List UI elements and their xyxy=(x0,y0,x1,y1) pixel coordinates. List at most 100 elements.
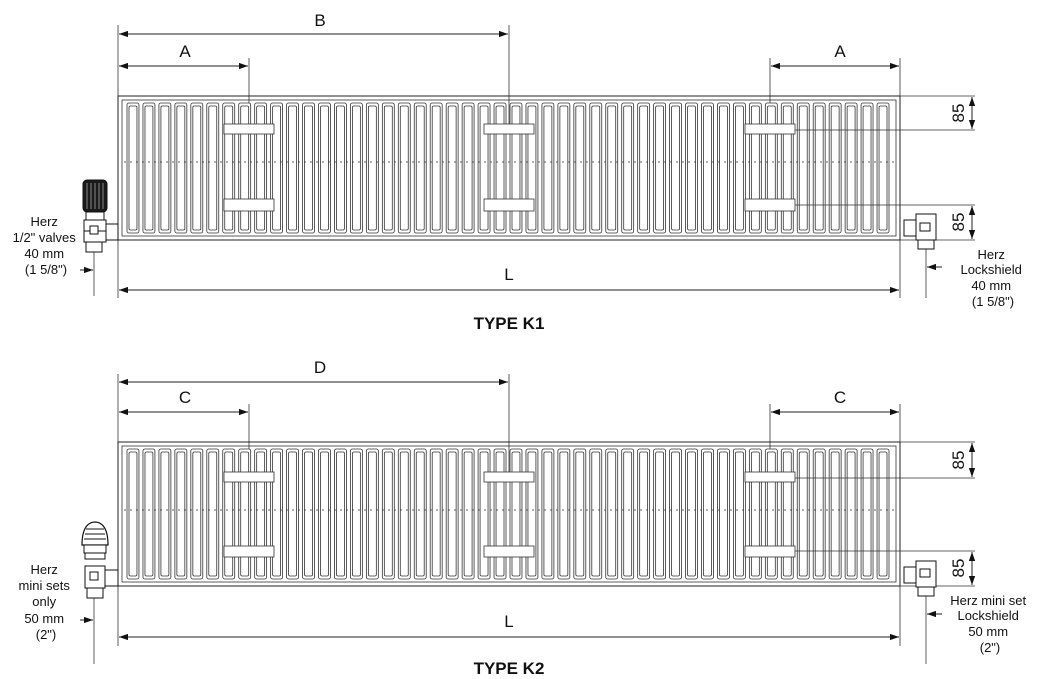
dim-l-label: L xyxy=(504,612,513,631)
left-valve-note: Herz mini sets only 50 mm (2") xyxy=(19,562,74,642)
radiator-fin-inner xyxy=(160,451,170,577)
radiator-fin xyxy=(413,448,427,580)
radiator-fin xyxy=(605,102,619,234)
bracket xyxy=(744,545,796,558)
dim-c-left-label: C xyxy=(179,388,191,407)
radiator-fin-inner xyxy=(591,451,601,577)
radiator-fin-inner xyxy=(415,105,425,231)
radiator-fin xyxy=(669,448,682,580)
note-line: mini sets xyxy=(19,578,71,593)
radiator-fin xyxy=(557,448,571,580)
radiator-fin-inner xyxy=(814,451,824,577)
radiator-fin xyxy=(318,448,331,580)
radiator-fin-inner xyxy=(463,451,473,577)
radiator-fin-inner xyxy=(352,451,361,577)
note-line: 40 mm xyxy=(971,278,1011,293)
radiator-fin-inner xyxy=(766,451,776,577)
radiator-fin-inner xyxy=(750,451,760,577)
radiator-fin-inner xyxy=(192,451,202,577)
dim-85-bottom-label: 85 xyxy=(949,559,968,578)
note-line: only xyxy=(32,594,56,609)
radiator-fins xyxy=(126,102,890,234)
radiator-fin xyxy=(350,102,363,234)
note-line: 50 mm xyxy=(24,611,64,626)
radiator-fin xyxy=(206,102,220,234)
note-line: (1 5/8") xyxy=(972,294,1014,309)
radiator-fin xyxy=(381,448,395,580)
radiator-fins xyxy=(126,448,890,580)
radiator-fin xyxy=(334,102,347,234)
radiator-fin-inner xyxy=(511,451,521,577)
radiator-fin xyxy=(717,102,730,234)
radiator-fin xyxy=(174,102,188,234)
radiator-fin-inner xyxy=(479,451,489,577)
bracket xyxy=(223,471,275,483)
radiator-fin xyxy=(669,102,682,234)
dim-85-top-label: 85 xyxy=(949,104,968,123)
radiator-fin-inner xyxy=(687,105,696,231)
bracket xyxy=(483,471,535,483)
mini-thermostatic-head-icon xyxy=(81,521,119,599)
dim-b-label: B xyxy=(314,11,325,30)
radiator-fin xyxy=(126,448,140,580)
note-line: (2") xyxy=(980,640,1001,655)
radiator-outer-frame xyxy=(117,95,901,241)
radiator-fin-inner xyxy=(719,451,728,577)
note-line: Lockshield xyxy=(960,262,1021,277)
radiator-fin-inner xyxy=(272,451,281,577)
radiator-fin-inner xyxy=(735,451,744,577)
radiator-fin-inner xyxy=(623,105,633,231)
note-line: Herz xyxy=(30,214,57,229)
dim-85-bottom-label: 85 xyxy=(949,213,968,232)
bracket xyxy=(483,198,535,212)
radiator-fin xyxy=(445,448,459,580)
radiator-inner-frame xyxy=(121,445,897,583)
radiator-fin xyxy=(685,102,698,234)
radiator-fin xyxy=(589,102,603,234)
radiator-fin xyxy=(621,448,635,580)
radiator-fin xyxy=(860,448,874,580)
radiator-fin-inner xyxy=(192,105,202,231)
radiator-fin-inner xyxy=(176,105,186,231)
radiator-fin-inner xyxy=(639,451,649,577)
radiator-fin-inner xyxy=(256,105,266,231)
brackets xyxy=(223,123,796,212)
radiator-fin-inner xyxy=(144,451,154,577)
radiator-fin xyxy=(701,448,714,580)
radiator-fin-inner xyxy=(591,105,601,231)
radiator-fin-inner xyxy=(431,451,441,577)
radiator-fin-inner xyxy=(830,105,840,231)
radiator-fin xyxy=(302,102,315,234)
radiator-fin-inner xyxy=(272,105,281,231)
radiator-fin xyxy=(828,102,842,234)
note-line: (1 5/8") xyxy=(25,262,67,277)
radiator-fin-inner xyxy=(750,105,760,231)
radiator-fin xyxy=(142,102,156,234)
bracket xyxy=(483,123,535,135)
radiator-fin-inner xyxy=(798,105,808,231)
radiator-fin xyxy=(796,448,810,580)
radiator-fin-inner xyxy=(766,105,776,231)
radiator-fin-inner xyxy=(256,451,266,577)
radiator-fin xyxy=(573,448,587,580)
radiator-fin-inner xyxy=(543,451,553,577)
radiator-fin-inner xyxy=(320,451,329,577)
type-k2-drawing: D C C 85 85 L xyxy=(19,358,1027,678)
radiator-fin xyxy=(637,448,651,580)
radiator-fin-inner xyxy=(208,105,218,231)
radiator-fin xyxy=(844,448,858,580)
note-line: (2") xyxy=(36,627,57,642)
radiator-fin xyxy=(621,102,635,234)
radiator-fin-inner xyxy=(479,105,489,231)
radiator-fin-inner xyxy=(463,105,473,231)
bracket xyxy=(223,545,275,558)
radiator-fin-inner xyxy=(671,451,680,577)
radiator-fin-inner xyxy=(447,451,457,577)
radiator-fin-inner xyxy=(304,451,313,577)
radiator-fin xyxy=(876,102,890,234)
radiator-fin-inner xyxy=(878,105,888,231)
bracket xyxy=(744,198,796,212)
radiator-fin xyxy=(350,448,363,580)
radiator-fin xyxy=(717,448,730,580)
